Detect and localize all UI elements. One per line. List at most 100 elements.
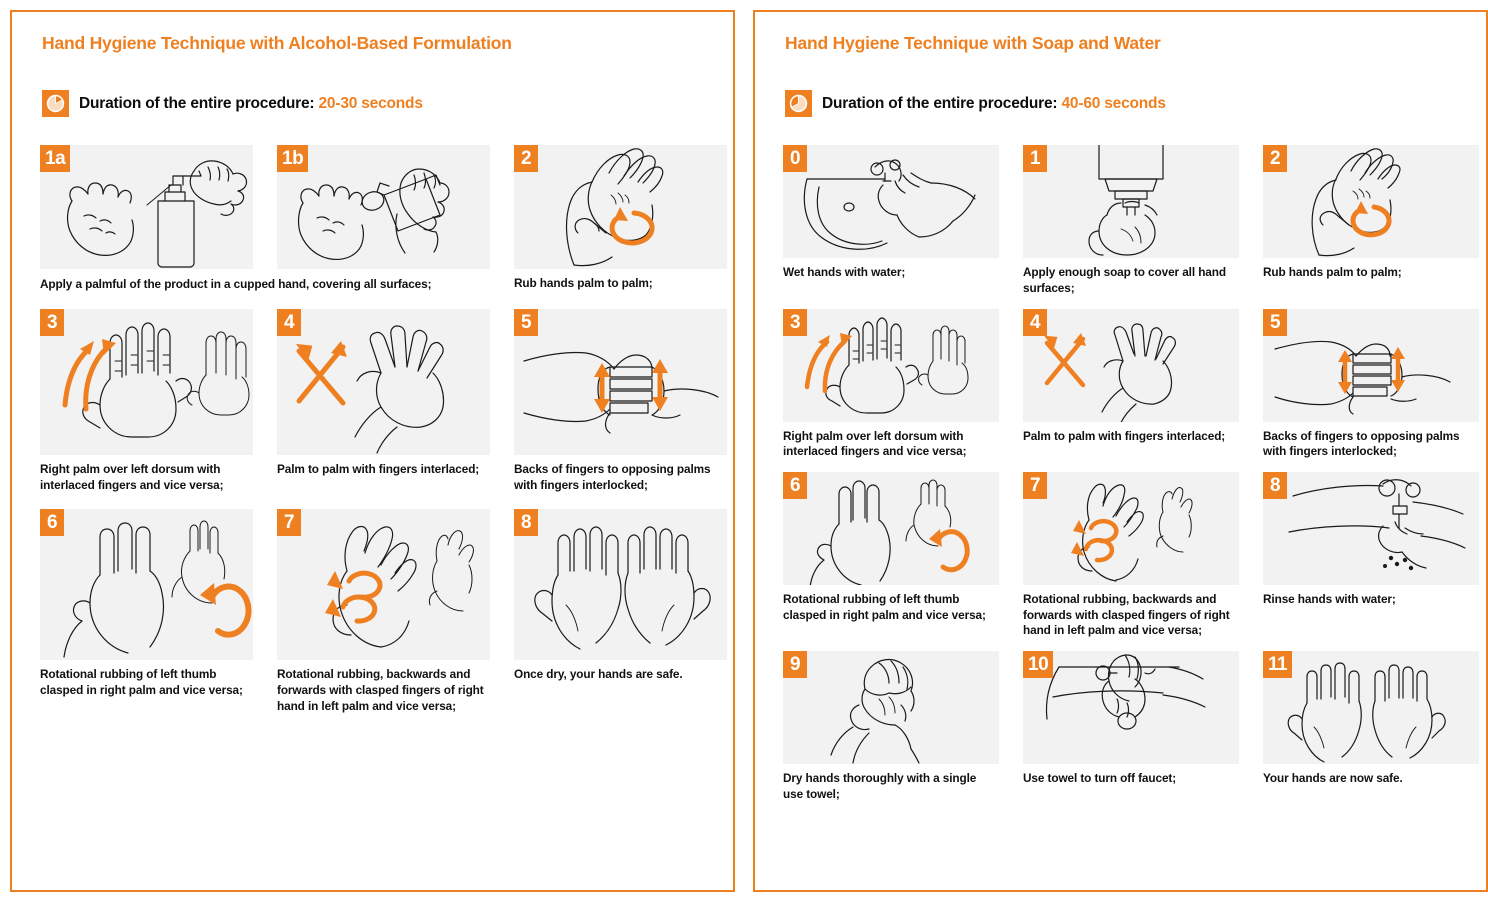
- illustration-palm-to-palm: [1263, 145, 1479, 258]
- illustration-wet-hands-sink: [783, 145, 999, 258]
- illustration-thumb-rotational-rub: [783, 472, 999, 585]
- steps-row: 3: [783, 308, 1479, 460]
- duration-text-soap: Duration of the entire procedure: 40-60 …: [822, 95, 1166, 113]
- step-thumb-4: 4: [1023, 308, 1239, 422]
- step-caption-1: Apply a palmful of the product in a cupp…: [40, 277, 432, 292]
- step-5-soap: 5: [1263, 308, 1479, 460]
- step-6-alcohol: 6: [40, 509, 253, 714]
- illustration-palm-over-dorsum: [40, 309, 253, 455]
- step-badge-1: 1: [1023, 145, 1047, 173]
- step-thumb-4: 4: [277, 308, 490, 455]
- duration-row-soap: Duration of the entire procedure: 40-60 …: [785, 90, 1460, 118]
- illustration-fingers-interlaced: [1023, 309, 1239, 422]
- step-badge-9: 9: [783, 651, 807, 679]
- step-caption-6: Rotational rubbing of left thumb clasped…: [40, 667, 243, 697]
- step-thumb-10: 10: [1023, 651, 1239, 765]
- step-caption-7: Rotational rubbing, backwards and forwar…: [277, 667, 484, 713]
- step-badge-6: 6: [783, 472, 807, 499]
- illustration-dry-hands-towel: [783, 651, 999, 764]
- step-badge-8: 8: [1263, 472, 1287, 499]
- step-caption-3: Right palm over left dorsum with interla…: [40, 461, 224, 492]
- step-0-soap: 0: [783, 145, 999, 296]
- illustration-fingers-interlaced: [277, 309, 490, 455]
- duration-row-alcohol: Duration of the entire procedure: 20-30 …: [42, 90, 707, 118]
- step-8-soap: 8: [1263, 472, 1479, 639]
- step-badge-4: 4: [277, 308, 301, 336]
- step-badge-2: 2: [1263, 145, 1287, 173]
- steps-row: 6: [40, 509, 727, 714]
- step-caption-4: Palm to palm with fingers interlaced;: [277, 461, 480, 476]
- illustration-rinse-hands-faucet: [1263, 472, 1479, 585]
- step-thumb-1a: 1a: [40, 145, 253, 270]
- step-thumb-1: 1: [1023, 145, 1239, 259]
- step-caption-0: Wet hands with water;: [783, 265, 906, 280]
- steps-row: 0: [783, 145, 1479, 296]
- step-2-soap: 2: [1263, 145, 1479, 296]
- step-1-soap: 1: [1023, 145, 1239, 296]
- step-thumb-11: 11: [1263, 651, 1479, 765]
- step-caption-5: Backs of fingers to opposing palms with …: [1263, 428, 1460, 459]
- duration-label-soap: Duration of the entire procedure:: [822, 94, 1058, 112]
- step-thumb-8: 8: [1263, 472, 1479, 585]
- step-badge-3: 3: [40, 308, 64, 336]
- step-badge-3: 3: [783, 308, 807, 336]
- step-6-soap: 6: [783, 472, 999, 639]
- step-badge-10: 10: [1023, 651, 1054, 679]
- duration-label-alcohol: Duration of the entire procedure:: [79, 94, 315, 112]
- duration-text-alcohol: Duration of the entire procedure: 20-30 …: [79, 95, 423, 113]
- step-thumb-9: 9: [783, 651, 999, 765]
- step-7-alcohol: 7: [277, 509, 490, 714]
- step-badge-7: 7: [277, 509, 301, 537]
- step-thumb-5: 5: [514, 308, 727, 455]
- step-thumb-6: 6: [783, 472, 999, 585]
- step-7-soap: 7: [1023, 472, 1239, 639]
- illustration-clasped-fingers-rub: [277, 509, 490, 660]
- step-caption-1: Apply enough soap to cover all hand surf…: [1023, 265, 1226, 295]
- steps-row: 3: [40, 308, 727, 493]
- step-caption-8: Once dry, your hands are safe.: [514, 667, 683, 682]
- step-caption-9: Dry hands thoroughly with a single use t…: [783, 771, 977, 801]
- step-badge-11: 11: [1263, 651, 1293, 679]
- step-4-alcohol: 4: [277, 308, 490, 493]
- step-thumb-3: 3: [40, 308, 253, 455]
- step-1a-1b: 1a: [40, 145, 490, 293]
- illustration-clasped-fingers-rub: [1023, 472, 1239, 585]
- steps-row: 6: [783, 472, 1479, 639]
- step-badge-1a: 1a: [40, 145, 71, 173]
- illustration-palm-to-palm: [514, 145, 727, 269]
- step-badge-5: 5: [1263, 308, 1287, 336]
- step-10-soap: 10: [1023, 651, 1239, 802]
- steps-alcohol: 1a: [40, 145, 727, 714]
- steps-soap: 0: [783, 145, 1479, 802]
- step-thumb-6: 6: [40, 509, 253, 661]
- illustration-two-open-palms: [514, 509, 727, 660]
- step-badge-2: 2: [514, 145, 538, 173]
- step-thumb-5: 5: [1263, 308, 1479, 422]
- step-thumb-0: 0: [783, 145, 999, 259]
- step-11-soap: 11: [1263, 651, 1479, 802]
- steps-row: 9: [783, 651, 1479, 802]
- clock-icon: [42, 90, 69, 118]
- step-badge-6: 6: [40, 509, 64, 537]
- panel-title-soap: Hand Hygiene Technique with Soap and Wat…: [785, 33, 1161, 53]
- step-badge-7: 7: [1023, 472, 1047, 499]
- illustration-thumb-rotational-rub: [40, 509, 253, 660]
- step-thumb-8: 8: [514, 509, 727, 661]
- step-caption-2: Rub hands palm to palm;: [514, 276, 653, 291]
- illustration-backs-of-fingers: [514, 309, 727, 455]
- step-3-soap: 3: [783, 308, 999, 460]
- clock-icon: [785, 90, 812, 118]
- illustration-towel-turn-off-faucet: [1023, 651, 1239, 764]
- duration-value-alcohol: 20-30 seconds: [318, 94, 423, 112]
- illustration-backs-of-fingers: [1263, 309, 1479, 422]
- illustration-pump-bottle-dispense: [40, 145, 253, 269]
- illustration-palm-over-dorsum: [783, 309, 999, 422]
- step-thumb-1b: 1b: [277, 145, 490, 270]
- step-caption-3: Right palm over left dorsum with interla…: [783, 428, 967, 459]
- step-caption-8: Rinse hands with water;: [1263, 592, 1396, 606]
- step-3-alcohol: 3: [40, 308, 253, 493]
- step-caption-4: Palm to palm with fingers interlaced;: [1023, 428, 1226, 443]
- step-caption-7: Rotational rubbing, backwards and forwar…: [1023, 592, 1230, 638]
- step-badge-5: 5: [514, 308, 538, 336]
